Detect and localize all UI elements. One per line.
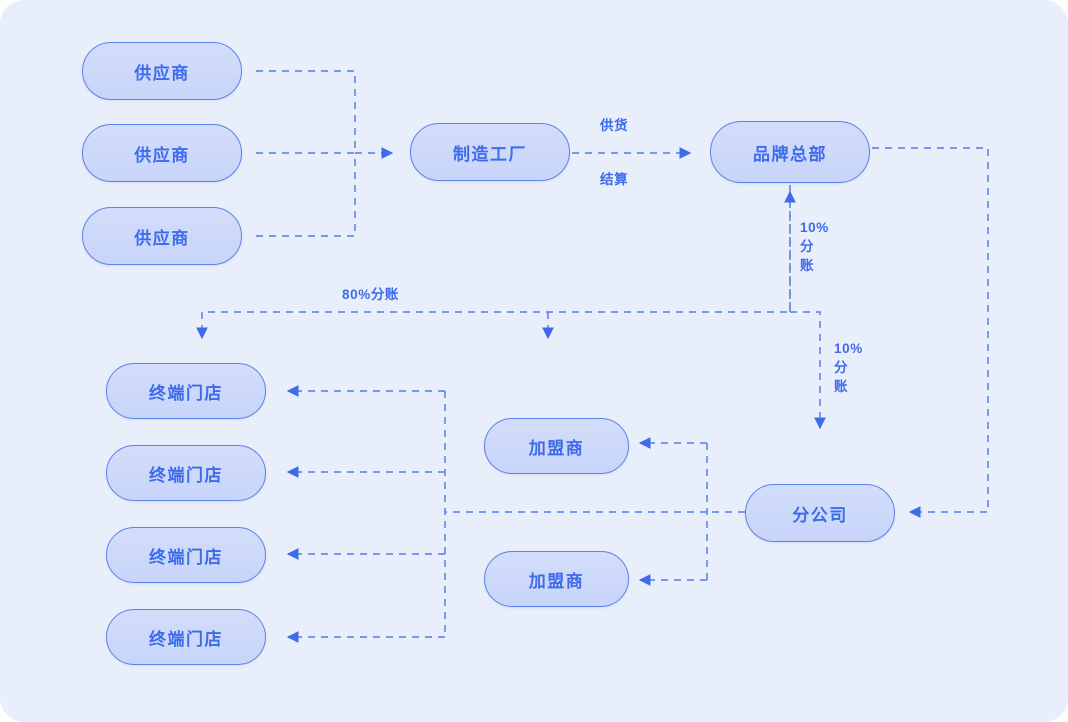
node-store-3-label: 终端门店 — [149, 547, 223, 567]
node-franchisee-1[interactable]: 加盟商 — [484, 418, 629, 474]
node-store-1-label: 终端门店 — [149, 383, 223, 403]
node-store-2[interactable]: 终端门店 — [106, 445, 266, 501]
edge-label-split-80: 80%分账 — [342, 287, 400, 302]
node-factory-label: 制造工厂 — [453, 144, 527, 164]
node-supplier-3[interactable]: 供应商 — [82, 207, 242, 265]
node-store-3[interactable]: 终端门店 — [106, 527, 266, 583]
node-franchisee-1-label: 加盟商 — [528, 438, 585, 458]
node-franchisee-2[interactable]: 加盟商 — [484, 551, 629, 607]
node-franchisee-2-label: 加盟商 — [528, 571, 585, 591]
edge-split10-to-branch — [790, 311, 826, 430]
edge-supplier3-to-trunk — [256, 153, 356, 237]
node-branch-label: 分公司 — [792, 505, 848, 525]
edge-label-settlement: 结算 — [600, 172, 629, 187]
edge-label-split-10-branch: 10% 分 账 — [834, 339, 868, 396]
node-supplier-1-label: 供应商 — [134, 63, 190, 83]
edge-label-supply: 供货 — [600, 118, 629, 133]
node-supplier-2[interactable]: 供应商 — [82, 124, 242, 182]
node-store-4[interactable]: 终端门店 — [106, 609, 266, 665]
edge-label-split-10-headquarters-percent: 10% — [800, 220, 829, 235]
edge-headquarters-split-bus — [202, 185, 791, 313]
edge-label-split-10-branch-char1: 分 — [834, 360, 849, 375]
node-headquarters-label: 品牌总部 — [753, 144, 827, 164]
node-supplier-1[interactable]: 供应商 — [82, 42, 242, 100]
node-store-4-label: 终端门店 — [149, 629, 223, 649]
edge-headquarters-to-branch — [872, 147, 989, 518]
node-factory[interactable]: 制造工厂 — [410, 123, 570, 181]
node-headquarters[interactable]: 品牌总部 — [710, 121, 870, 183]
node-branch[interactable]: 分公司 — [745, 484, 895, 542]
edge-label-split-10-branch-percent: 10% — [834, 341, 863, 356]
node-store-2-label: 终端门店 — [149, 465, 223, 485]
edge-label-split-10-branch-char2: 账 — [834, 379, 849, 394]
edge-label-split-10-headquarters: 10% 分 账 — [800, 218, 834, 275]
node-supplier-3-label: 供应商 — [134, 228, 190, 248]
node-supplier-2-label: 供应商 — [134, 145, 190, 165]
edge-label-split-10-headquarters-char2: 账 — [800, 258, 815, 273]
node-store-1[interactable]: 终端门店 — [106, 363, 266, 419]
edge-label-split-10-headquarters-char1: 分 — [800, 239, 815, 254]
edge-supplier1-to-trunk — [256, 70, 356, 153]
